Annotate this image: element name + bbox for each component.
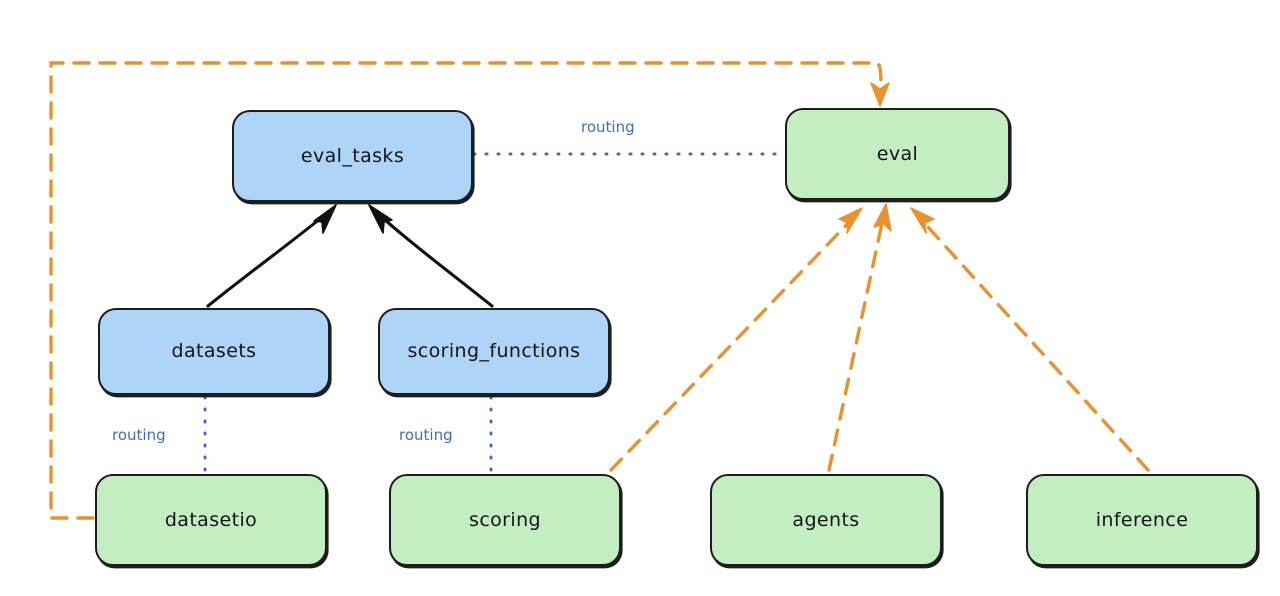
- node-label-scoring-functions: scoring_functions: [407, 340, 581, 362]
- edge-agents-to-eval: [827, 203, 892, 472]
- node-label-agents: agents: [792, 508, 860, 531]
- node-agents[interactable]: agents: [710, 474, 942, 566]
- edge-label-routing-scoring: routing: [399, 426, 453, 444]
- node-label-eval: eval: [876, 142, 919, 165]
- node-datasetio[interactable]: datasetio: [95, 474, 327, 566]
- node-label-inference: inference: [1095, 508, 1189, 531]
- node-label-eval-tasks: eval_tasks: [300, 144, 405, 167]
- node-label-datasets: datasets: [171, 340, 257, 362]
- node-scoring-functions[interactable]: scoring_functions: [378, 308, 610, 395]
- edge-scoring-to-eval: [609, 207, 863, 472]
- node-eval-tasks[interactable]: eval_tasks: [232, 110, 473, 202]
- node-datasets[interactable]: datasets: [98, 308, 330, 395]
- edge-scoring-functions-to-eval-tasks: [368, 204, 494, 308]
- node-inference[interactable]: inference: [1026, 474, 1258, 566]
- edge-label-routing-datasets: routing: [112, 426, 166, 444]
- edge-label-routing-eval-tasks: routing: [581, 118, 635, 136]
- node-label-datasetio: datasetio: [164, 508, 258, 531]
- edge-inference-to-eval: [910, 207, 1150, 472]
- edge-datasets-to-eval-tasks: [206, 204, 337, 308]
- node-scoring[interactable]: scoring: [389, 474, 621, 566]
- node-eval[interactable]: eval: [785, 108, 1010, 200]
- node-label-scoring: scoring: [469, 508, 541, 531]
